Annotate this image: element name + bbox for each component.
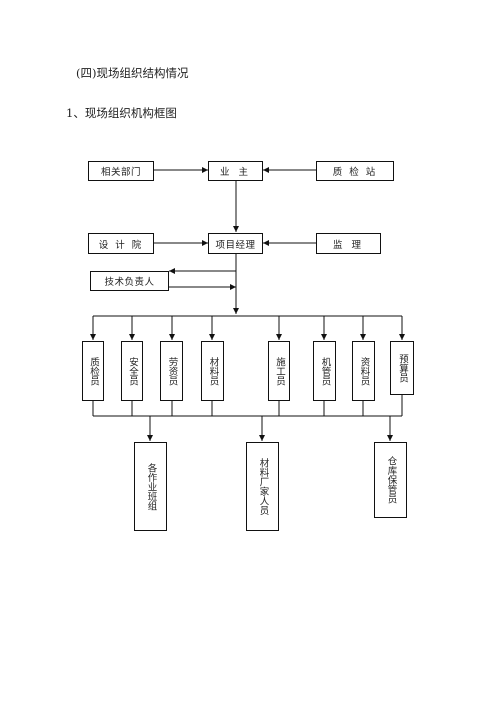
material-officer-box: 材料员 [201, 341, 224, 401]
construction-officer-box: 施工员 [268, 341, 290, 401]
labor-officer-box: 劳资员 [160, 341, 183, 401]
section-heading: (四)现场组织结构情况 [76, 66, 189, 80]
quality-station-box: 质 检 站 [316, 161, 394, 181]
work-teams-box: 各作业班组 [134, 442, 167, 531]
documents-officer-box: 资料员 [352, 341, 375, 401]
project-manager-box: 项目经理 [208, 233, 263, 254]
design-institute-box: 设 计 院 [88, 233, 154, 254]
related-departments-box: 相关部门 [88, 161, 154, 181]
supplier-staff-box: 材料厂家人员 [246, 442, 279, 531]
owner-box: 业 主 [208, 161, 263, 181]
quality-inspector-box: 质检员 [82, 341, 104, 401]
subheading: 1、现场组织机构框图 [66, 106, 177, 120]
supervision-box: 监 理 [316, 233, 381, 254]
safety-officer-box: 安全员 [121, 341, 143, 401]
storekeeper-box: 仓库保管员 [374, 442, 407, 518]
budget-officer-box: 预算员 [390, 341, 414, 395]
tech-lead-box: 技术负责人 [90, 271, 169, 291]
machinery-officer-box: 机管员 [313, 341, 336, 401]
